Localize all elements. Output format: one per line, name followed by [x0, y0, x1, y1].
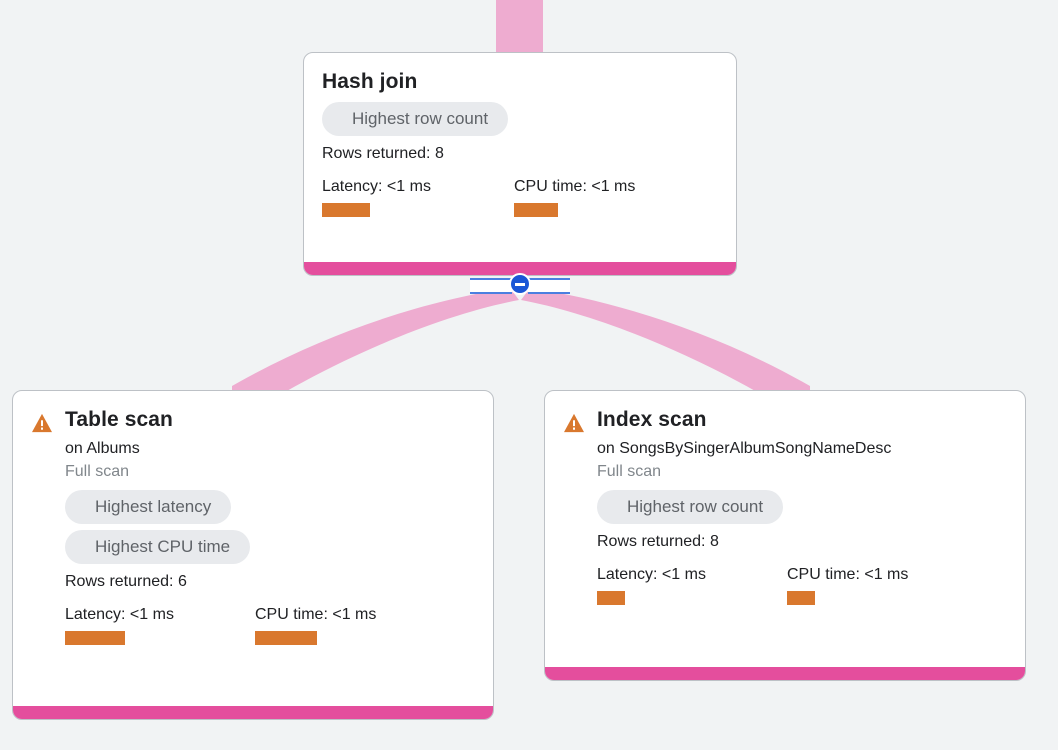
node-subtitle: on SongsBySingerAlbumSongNameDesc	[597, 440, 892, 457]
node-table-scan-header: Table scan on Albums Full scan Highest l…	[31, 407, 475, 645]
node-metrics: Latency: <1 ms CPU time: <1 ms	[597, 565, 908, 605]
rows-returned: Rows returned: 8	[597, 533, 719, 550]
cpu-time-label: CPU time: <1 ms	[787, 566, 909, 583]
latency-metric: Latency: <1 ms	[597, 565, 787, 605]
latency-metric: Latency: <1 ms	[65, 605, 255, 645]
node-table-scan-texts: Table scan on Albums Full scan Highest l…	[65, 407, 376, 645]
node-metrics: Latency: <1 ms CPU time: <1 ms	[65, 605, 376, 645]
badge-highest-cpu-time: Highest CPU time	[65, 530, 251, 564]
cpu-metric: CPU time: <1 ms	[255, 605, 376, 645]
edge-root-to-hash-join	[496, 0, 543, 56]
badge-highest-latency: Highest latency	[65, 490, 232, 524]
node-metrics: Latency: <1 ms CPU time: <1 ms	[322, 177, 718, 217]
node-hash-join-header: Hash join	[322, 69, 718, 95]
node-title: Hash join	[322, 70, 418, 93]
node-accent-bar	[13, 706, 493, 719]
latency-bar	[65, 631, 125, 645]
cpu-metric: CPU time: <1 ms	[514, 177, 635, 217]
rows-returned: Rows returned: 8	[322, 145, 444, 162]
minus-circle-icon[interactable]	[509, 273, 531, 295]
node-index-scan[interactable]: Index scan on SongsBySingerAlbumSongName…	[544, 390, 1026, 681]
node-scan-type: Full scan	[597, 463, 662, 480]
cpu-time-bar	[787, 591, 815, 605]
cpu-time-label: CPU time: <1 ms	[514, 178, 636, 195]
minus-glyph	[515, 283, 525, 286]
badge-highest-row-count: Highest row count	[322, 102, 509, 136]
node-title: Table scan	[65, 408, 173, 431]
node-index-scan-texts: Index scan on SongsBySingerAlbumSongName…	[597, 407, 908, 605]
node-index-scan-header: Index scan on SongsBySingerAlbumSongName…	[563, 407, 1007, 605]
edge-hash-join-to-index-scan	[521, 288, 810, 392]
latency-label: Latency: <1 ms	[65, 606, 174, 623]
rows-returned: Rows returned: 6	[65, 573, 187, 590]
node-badges: Highest row count	[597, 490, 908, 524]
node-hash-join[interactable]: Hash join Highest row count Rows returne…	[303, 52, 737, 276]
node-accent-bar	[304, 262, 736, 275]
toggle-rail-left	[470, 278, 512, 294]
node-title: Index scan	[597, 408, 707, 431]
node-badges: Highest row count	[322, 102, 718, 136]
node-index-scan-body: Index scan on SongsBySingerAlbumSongName…	[545, 391, 1025, 617]
badge-highest-row-count: Highest row count	[597, 490, 784, 524]
node-badges: Highest latency Highest CPU time	[65, 490, 376, 564]
collapse-toggle-group[interactable]	[470, 273, 570, 295]
latency-bar	[597, 591, 625, 605]
latency-metric: Latency: <1 ms	[322, 177, 514, 217]
latency-label: Latency: <1 ms	[597, 566, 706, 583]
node-table-scan-body: Table scan on Albums Full scan Highest l…	[13, 391, 493, 657]
node-accent-bar	[545, 667, 1025, 680]
edge-hash-join-to-table-scan	[232, 288, 519, 392]
cpu-time-bar	[255, 631, 317, 645]
toggle-rail-right	[528, 278, 570, 294]
warning-triangle-icon	[31, 413, 53, 433]
cpu-time-label: CPU time: <1 ms	[255, 606, 377, 623]
cpu-time-bar	[514, 203, 558, 217]
latency-label: Latency: <1 ms	[322, 178, 431, 195]
node-table-scan[interactable]: Table scan on Albums Full scan Highest l…	[12, 390, 494, 720]
warning-triangle-icon	[563, 413, 585, 433]
cpu-metric: CPU time: <1 ms	[787, 565, 908, 605]
node-hash-join-body: Hash join Highest row count Rows returne…	[304, 53, 736, 229]
node-scan-type: Full scan	[65, 463, 130, 480]
node-subtitle: on Albums	[65, 440, 140, 457]
latency-bar	[322, 203, 370, 217]
